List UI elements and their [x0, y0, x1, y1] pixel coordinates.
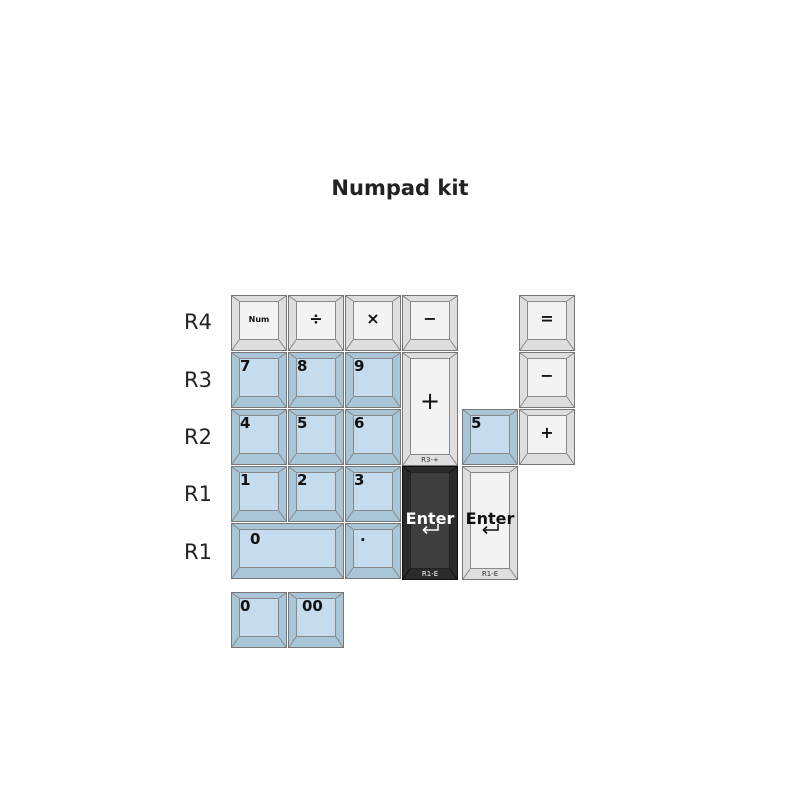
keycap-equals: = [519, 295, 575, 351]
keycap-plus-tall: + R3-+ [402, 352, 458, 466]
keycap-bevel [463, 467, 517, 579]
keycap-00: 00 [288, 592, 344, 648]
keycap-legend: 2 [297, 471, 308, 489]
keycap-0-extra: 0 [231, 592, 287, 648]
keycap-divide: ÷ [288, 295, 344, 351]
keycap-5-extra: 5 [462, 409, 518, 465]
keycap-legend: 0 [250, 530, 261, 548]
keycap-plus-side: + [519, 409, 575, 465]
keycap-bevel [346, 410, 400, 464]
keycap-legend: 9 [354, 357, 365, 375]
keycap-bevel [520, 410, 574, 464]
keycap-bevel [346, 524, 400, 578]
keycap-minus-side: − [519, 352, 575, 408]
keycap-bevel [289, 410, 343, 464]
keycap-legend: 00 [302, 597, 323, 615]
keycap-legend: 0 [240, 597, 251, 615]
keycap-legend: 4 [240, 414, 251, 432]
keycap-legend: 7 [240, 357, 251, 375]
keycap-bevel [403, 467, 457, 579]
keycap-bevel [232, 353, 286, 407]
keycap-bevel [232, 296, 286, 350]
keycap-multiply: × [345, 295, 401, 351]
keycap-2: 2 [288, 466, 344, 522]
enter-arrow-icon [482, 524, 499, 535]
keycap-bevel [520, 353, 574, 407]
keycap-7: 7 [231, 352, 287, 408]
keycap-1: 1 [231, 466, 287, 522]
keycap-0-wide: 0 [231, 523, 344, 579]
row-label-r3: R3 [184, 368, 212, 392]
keycap-bevel [346, 296, 400, 350]
keycap-bevel [289, 593, 343, 647]
keycap-4: 4 [231, 409, 287, 465]
page-title: Numpad kit [331, 176, 469, 200]
keycap-legend: = [540, 309, 554, 328]
keycap-legend: − [423, 309, 437, 328]
keycap-minus: − [402, 295, 458, 351]
keycap-enter-dark: Enter R1-E [402, 466, 458, 580]
keycap-bevel [346, 467, 400, 521]
keycap-legend: 5 [297, 414, 308, 432]
keycap-legend: Enter [465, 509, 515, 528]
keycap-num: Num [231, 295, 287, 351]
enter-arrow-icon [422, 524, 439, 535]
keycap-bevel [463, 410, 517, 464]
keycap-legend: 3 [354, 471, 365, 489]
keycap-5: 5 [288, 409, 344, 465]
keycap-legend: 8 [297, 357, 308, 375]
row-label-r4: R4 [184, 310, 212, 334]
keycap-8: 8 [288, 352, 344, 408]
keycap-bevel [403, 353, 457, 465]
row-label-r1-bottom: R1 [184, 540, 212, 564]
keycap-3: 3 [345, 466, 401, 522]
keycap-front-label: R1-E [481, 570, 499, 578]
keycap-bevel [232, 524, 343, 578]
keycap-front-label: R1-E [421, 570, 439, 578]
keycap-9: 9 [345, 352, 401, 408]
keycap-legend: + [419, 387, 441, 415]
keycap-bevel [520, 296, 574, 350]
keycap-bevel [232, 467, 286, 521]
keycap-bevel [289, 296, 343, 350]
keycap-bevel [289, 353, 343, 407]
keycap-legend: − [540, 366, 554, 385]
keycap-legend: Num [248, 315, 270, 324]
keycap-bevel [289, 467, 343, 521]
keycap-bevel [403, 296, 457, 350]
keycap-bevel [232, 593, 286, 647]
keycap-bevel [346, 353, 400, 407]
keycap-legend: . [360, 527, 366, 545]
keycap-legend: + [540, 423, 554, 442]
keycap-legend: 5 [471, 414, 482, 432]
keycap-legend: 1 [240, 471, 251, 489]
keycap-legend: 6 [354, 414, 365, 432]
row-label-r1: R1 [184, 482, 212, 506]
row-label-r2: R2 [184, 425, 212, 449]
keycap-6: 6 [345, 409, 401, 465]
keycap-legend: ÷ [309, 309, 323, 328]
keycap-front-label: R3-+ [421, 456, 439, 464]
keycap-dot: . [345, 523, 401, 579]
keycap-legend: × [366, 309, 380, 328]
keycap-legend: Enter [405, 509, 455, 528]
keycap-enter-light: Enter R1-E [462, 466, 518, 580]
keycap-bevel [232, 410, 286, 464]
